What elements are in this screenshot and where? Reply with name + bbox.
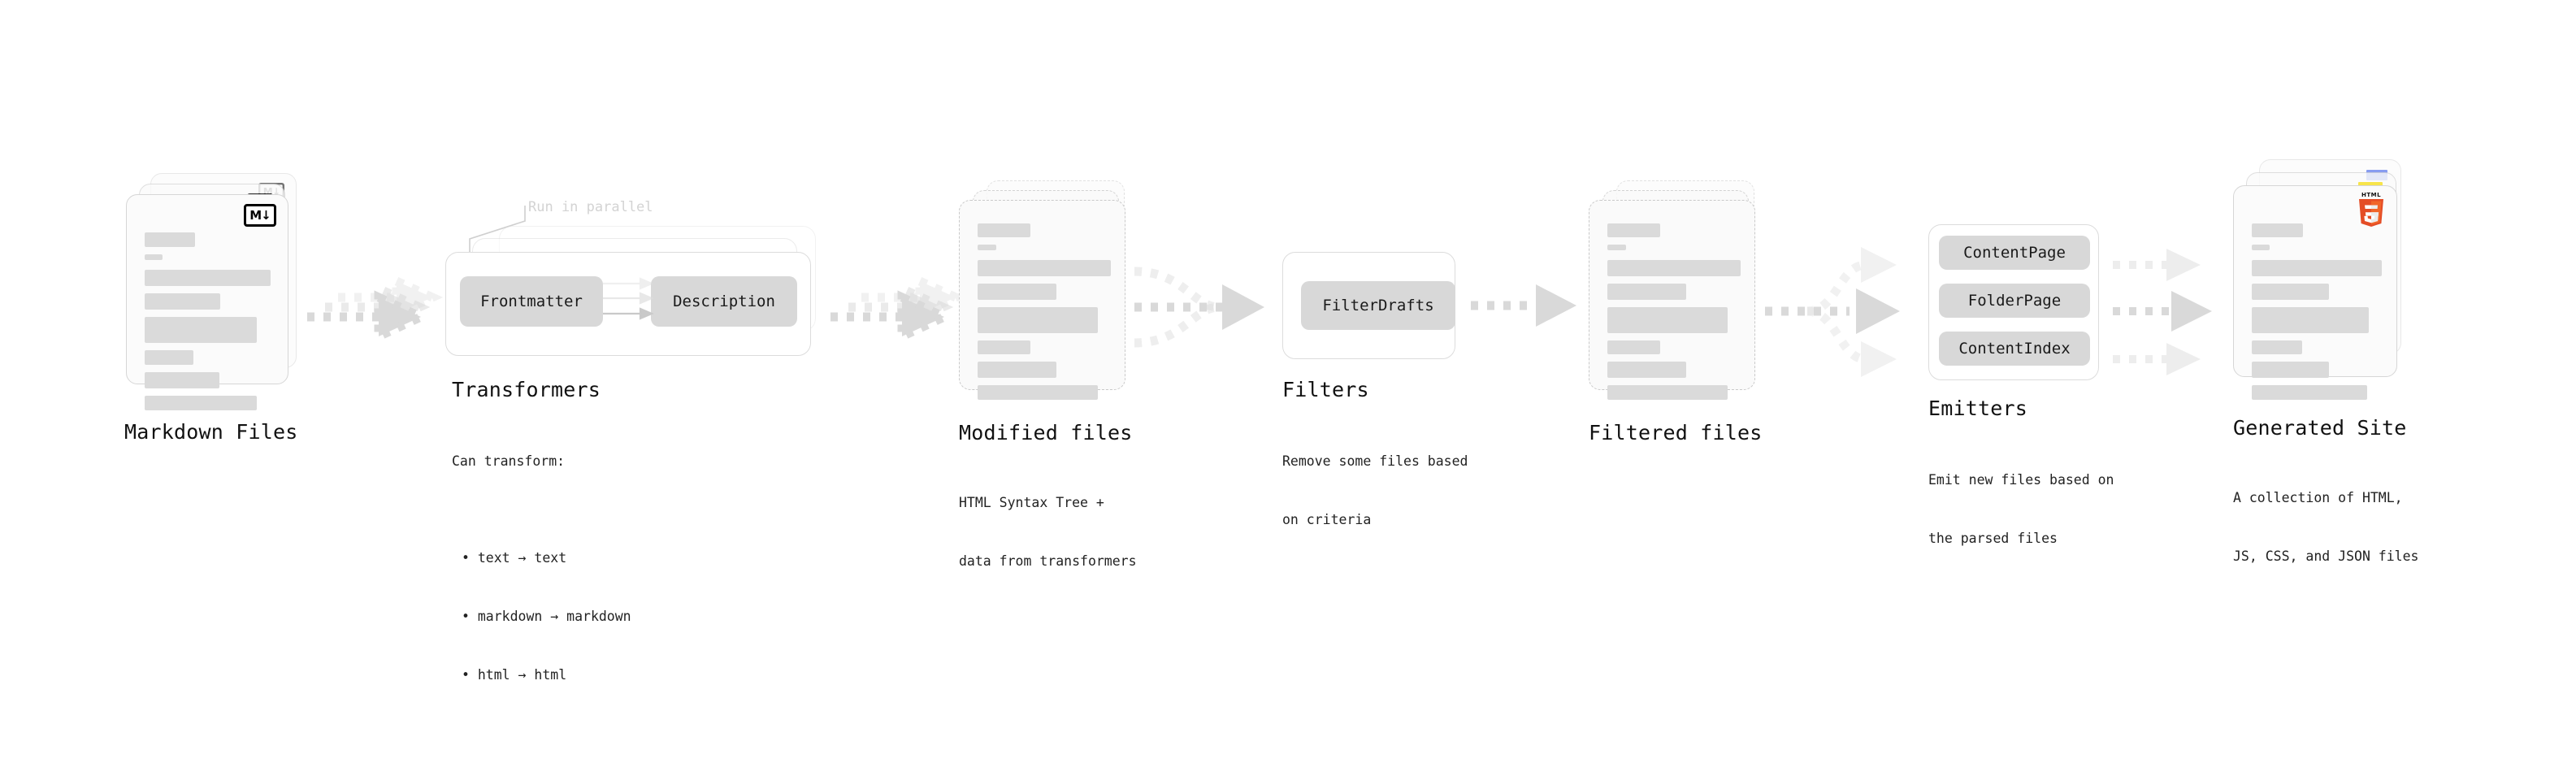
generated-site-stack: HTML	[2233, 159, 2408, 400]
emitters-subtitle: Emit new files based on the parsed files	[1928, 431, 2114, 587]
arrow-markdown-to-transformers	[307, 274, 444, 344]
generated-site-subtitle: A collection of HTML, JS, CSS, and JSON …	[2233, 449, 2418, 605]
html5-badge: HTML	[2357, 192, 2385, 227]
markdown-files-stack: M↓ M↓ M↓	[126, 173, 297, 410]
filters-subtitle: Remove some files based on criteria	[1282, 413, 1468, 568]
markdown-file-card-front: M↓	[126, 194, 288, 410]
run-in-parallel-leader-line	[469, 206, 526, 252]
emitters-subtitle-line-1: the parsed files	[1928, 530, 2058, 546]
filter-chip-filterdrafts[interactable]: FilterDrafts	[1301, 281, 1455, 330]
filtered-files-title: Filtered files	[1589, 421, 1763, 444]
transformer-inner-arrows	[603, 277, 654, 320]
filters-subtitle-line-1: on criteria	[1282, 511, 1372, 527]
modified-files-title: Modified files	[959, 421, 1133, 444]
arrow-transformers-to-modified	[830, 274, 967, 344]
generated-site-card-html: HTML	[2233, 185, 2397, 400]
modified-files-subtitle: HTML Syntax Tree + data from transformer…	[959, 454, 1137, 609]
transformer-chip-description[interactable]: Description	[651, 276, 797, 327]
transformers-bullet-0: • text → text	[462, 550, 567, 566]
transformers-stack: Frontmatter Description	[445, 226, 835, 356]
transformers-subtitle-line: Can transform:	[452, 453, 566, 469]
html5-badge-word: HTML	[2361, 192, 2382, 198]
doc-placeholder-lines	[2252, 223, 2382, 407]
markdown-files-title: Markdown Files	[124, 420, 298, 444]
markdown-badge-label: M↓	[244, 204, 276, 227]
run-in-parallel-annotation: Run in parallel	[528, 199, 653, 215]
transformers-bullet-1: • markdown → markdown	[462, 609, 631, 625]
filtered-file-card-front	[1589, 200, 1755, 400]
transformers-subtitle: Can transform: • text → text • markdown …	[452, 413, 631, 763]
generated-site-subtitle-line-1: JS, CSS, and JSON files	[2233, 548, 2419, 564]
emitter-chip-contentpage[interactable]: ContentPage	[1939, 236, 2090, 270]
emitters-box: ContentPage FolderPage ContentIndex	[1928, 224, 2099, 380]
markdown-badge-front: M↓	[244, 204, 276, 227]
modified-file-card-front	[959, 200, 1125, 400]
arrow-filtered-to-emitters	[1765, 247, 1900, 377]
emitters-title: Emitters	[1928, 397, 2028, 420]
modified-files-subtitle-line-0: HTML Syntax Tree +	[959, 494, 1104, 510]
modified-files-subtitle-line-1: data from transformers	[959, 553, 1137, 569]
transformers-bullet-2: • html → html	[462, 666, 567, 683]
transformer-chip-frontmatter[interactable]: Frontmatter	[460, 276, 603, 327]
transformer-card-front: Frontmatter Description	[445, 252, 811, 356]
doc-placeholder-lines	[145, 232, 271, 418]
doc-placeholder-lines	[978, 223, 1111, 407]
transformers-bullet-list: • text → text • markdown → markdown • ht…	[452, 510, 631, 724]
generated-site-title: Generated Site	[2233, 416, 2407, 440]
modified-files-stack	[959, 180, 1134, 400]
emitter-chip-folderpage[interactable]: FolderPage	[1939, 284, 2090, 318]
emitters-subtitle-line-0: Emit new files based on	[1928, 471, 2114, 488]
filters-box: FilterDrafts	[1282, 252, 1455, 359]
arrow-filters-to-filtered	[1471, 284, 1576, 327]
filtered-files-stack	[1589, 180, 1763, 400]
doc-placeholder-lines	[1607, 223, 1741, 407]
generated-site-subtitle-line-0: A collection of HTML,	[2233, 489, 2403, 505]
transformers-title: Transformers	[452, 378, 601, 401]
pipeline-diagram: M↓ M↓ M↓ Markdown Files	[124, 159, 2418, 683]
filters-title: Filters	[1282, 378, 1369, 401]
emitter-chip-contentindex[interactable]: ContentIndex	[1939, 332, 2090, 366]
arrow-emitters-to-site	[2113, 249, 2212, 375]
arrow-modified-to-filters	[1134, 267, 1264, 348]
filters-subtitle-line-0: Remove some files based	[1282, 453, 1468, 469]
